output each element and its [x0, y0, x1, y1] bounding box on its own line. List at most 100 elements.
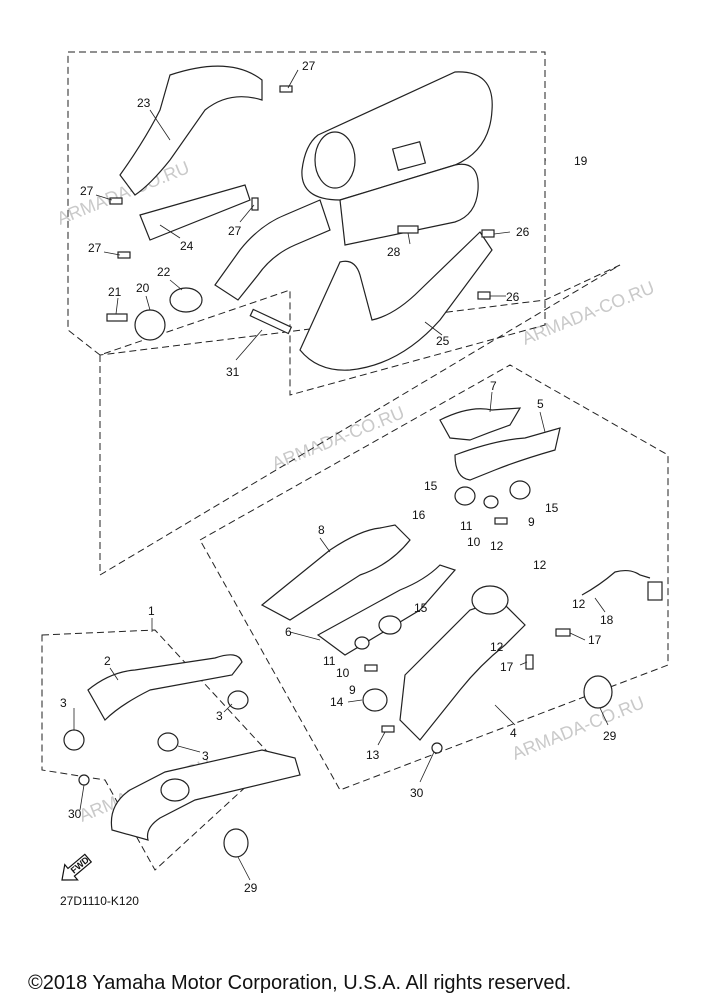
callout-29: 29: [244, 881, 258, 895]
callout-25: 25: [436, 334, 450, 348]
callout-29: 29: [603, 729, 617, 743]
callout-1: 1: [148, 604, 155, 618]
nut-30a: [78, 774, 90, 786]
muffler-band: [314, 131, 356, 189]
callout-27: 27: [88, 241, 102, 255]
front-pipe-group: [63, 654, 301, 858]
callout-4: 4: [510, 726, 517, 740]
bolt-27c: [251, 197, 259, 211]
muffler-bracket: [391, 141, 427, 171]
callout-13: 13: [366, 748, 380, 762]
callout-17: 17: [500, 660, 514, 674]
assembly-boundaries: [41, 51, 669, 871]
clamp-15a: [454, 486, 476, 506]
callout-15: 15: [414, 601, 428, 615]
callout-26: 26: [516, 225, 530, 239]
clamp-20: [134, 309, 166, 341]
watermark: ARMADA-CO.RU: [269, 402, 407, 473]
callout-8: 8: [318, 523, 325, 537]
heat-shield-7: [439, 407, 522, 441]
clamp-15c: [378, 615, 402, 635]
pipe-flange: [471, 585, 509, 615]
bolt-28: [397, 225, 419, 234]
bolt-21: [106, 313, 128, 322]
clamp-15b: [509, 480, 531, 500]
diagram-code: 27D1110-K120: [60, 894, 139, 908]
callout-5: 5: [537, 397, 544, 411]
bolt-27a: [279, 85, 293, 93]
callout-3: 3: [60, 696, 67, 710]
watermarks: ARMADA-CO.RU ARMADA-CO.RU ARMADA-CO.RU A…: [54, 157, 657, 825]
exhaust-pipe-4: [399, 599, 526, 741]
callout-labels: 1 2 3 3 3 4 5 6 7 8 9 9 10 10 11 11 12 1…: [60, 59, 617, 895]
exhaust-pipe-group: [260, 407, 663, 754]
callout-22: 22: [157, 265, 171, 279]
callout-7: 7: [490, 379, 497, 393]
callout-30: 30: [68, 807, 82, 821]
callout-15: 15: [424, 479, 438, 493]
heat-shield-5: [454, 427, 561, 481]
sensor-18: [581, 569, 651, 596]
bolt-17a: [555, 628, 571, 637]
callout-14: 14: [330, 695, 344, 709]
collar-11a: [483, 495, 499, 509]
callout-10: 10: [467, 535, 481, 549]
callout-12: 12: [572, 597, 586, 611]
callout-21: 21: [108, 285, 122, 299]
leader-lines: [73, 69, 609, 881]
callout-2: 2: [104, 654, 111, 668]
callout-27: 27: [80, 184, 94, 198]
collar-11b: [354, 636, 370, 650]
bolt-17b: [525, 654, 534, 670]
muffler-assembly-boundary: [67, 51, 546, 396]
heat-shield-23: [119, 65, 263, 196]
callout-31: 31: [226, 365, 240, 379]
bolt-9a: [494, 517, 508, 525]
callout-6: 6: [285, 625, 292, 639]
gasket-29b: [223, 828, 249, 858]
callout-27: 27: [302, 59, 316, 73]
callout-15: 15: [545, 501, 559, 515]
bolt-31: [249, 308, 293, 335]
callout-24: 24: [180, 239, 194, 253]
gasket-29a: [583, 675, 613, 709]
callout-20: 20: [136, 281, 150, 295]
exhaust-pipe-boundary: [199, 364, 669, 791]
bolt-9b: [364, 664, 378, 672]
bracket-25: [299, 231, 493, 371]
gasket-22: [169, 287, 203, 313]
gasket-14: [362, 688, 388, 712]
callout-19: 19: [574, 154, 588, 168]
muffler-group: [106, 65, 495, 371]
callout-12: 12: [490, 640, 504, 654]
clamp-3b: [227, 690, 249, 710]
front-pipe-flange: [160, 778, 190, 802]
sensor-connector: [647, 581, 663, 601]
callout-9: 9: [528, 515, 535, 529]
muffler-pipe-24: [214, 199, 331, 301]
nut-30b: [431, 742, 443, 754]
callout-17: 17: [588, 633, 602, 647]
forward-arrow: FWD: [61, 853, 93, 881]
callout-3: 3: [202, 749, 209, 763]
callout-27: 27: [228, 224, 242, 238]
callout-3: 3: [216, 709, 223, 723]
bolt-26b: [477, 291, 491, 300]
callout-12: 12: [490, 539, 504, 553]
callout-28: 28: [387, 245, 401, 259]
watermark: ARMADA-CO.RU: [509, 692, 647, 763]
callout-26: 26: [506, 290, 520, 304]
callout-11: 11: [323, 654, 336, 668]
callout-18: 18: [600, 613, 614, 627]
fwd-arrow-icon: [61, 853, 93, 881]
front-exhaust-pipe-1: [110, 749, 301, 841]
bolt-13: [381, 725, 395, 733]
clamp-3c: [157, 732, 179, 752]
callout-30: 30: [410, 786, 424, 800]
callout-10: 10: [336, 666, 350, 680]
heat-shield-24: [139, 184, 251, 241]
callout-12: 12: [533, 558, 547, 572]
bolt-27b: [109, 197, 123, 205]
heat-shield-8: [260, 524, 411, 621]
